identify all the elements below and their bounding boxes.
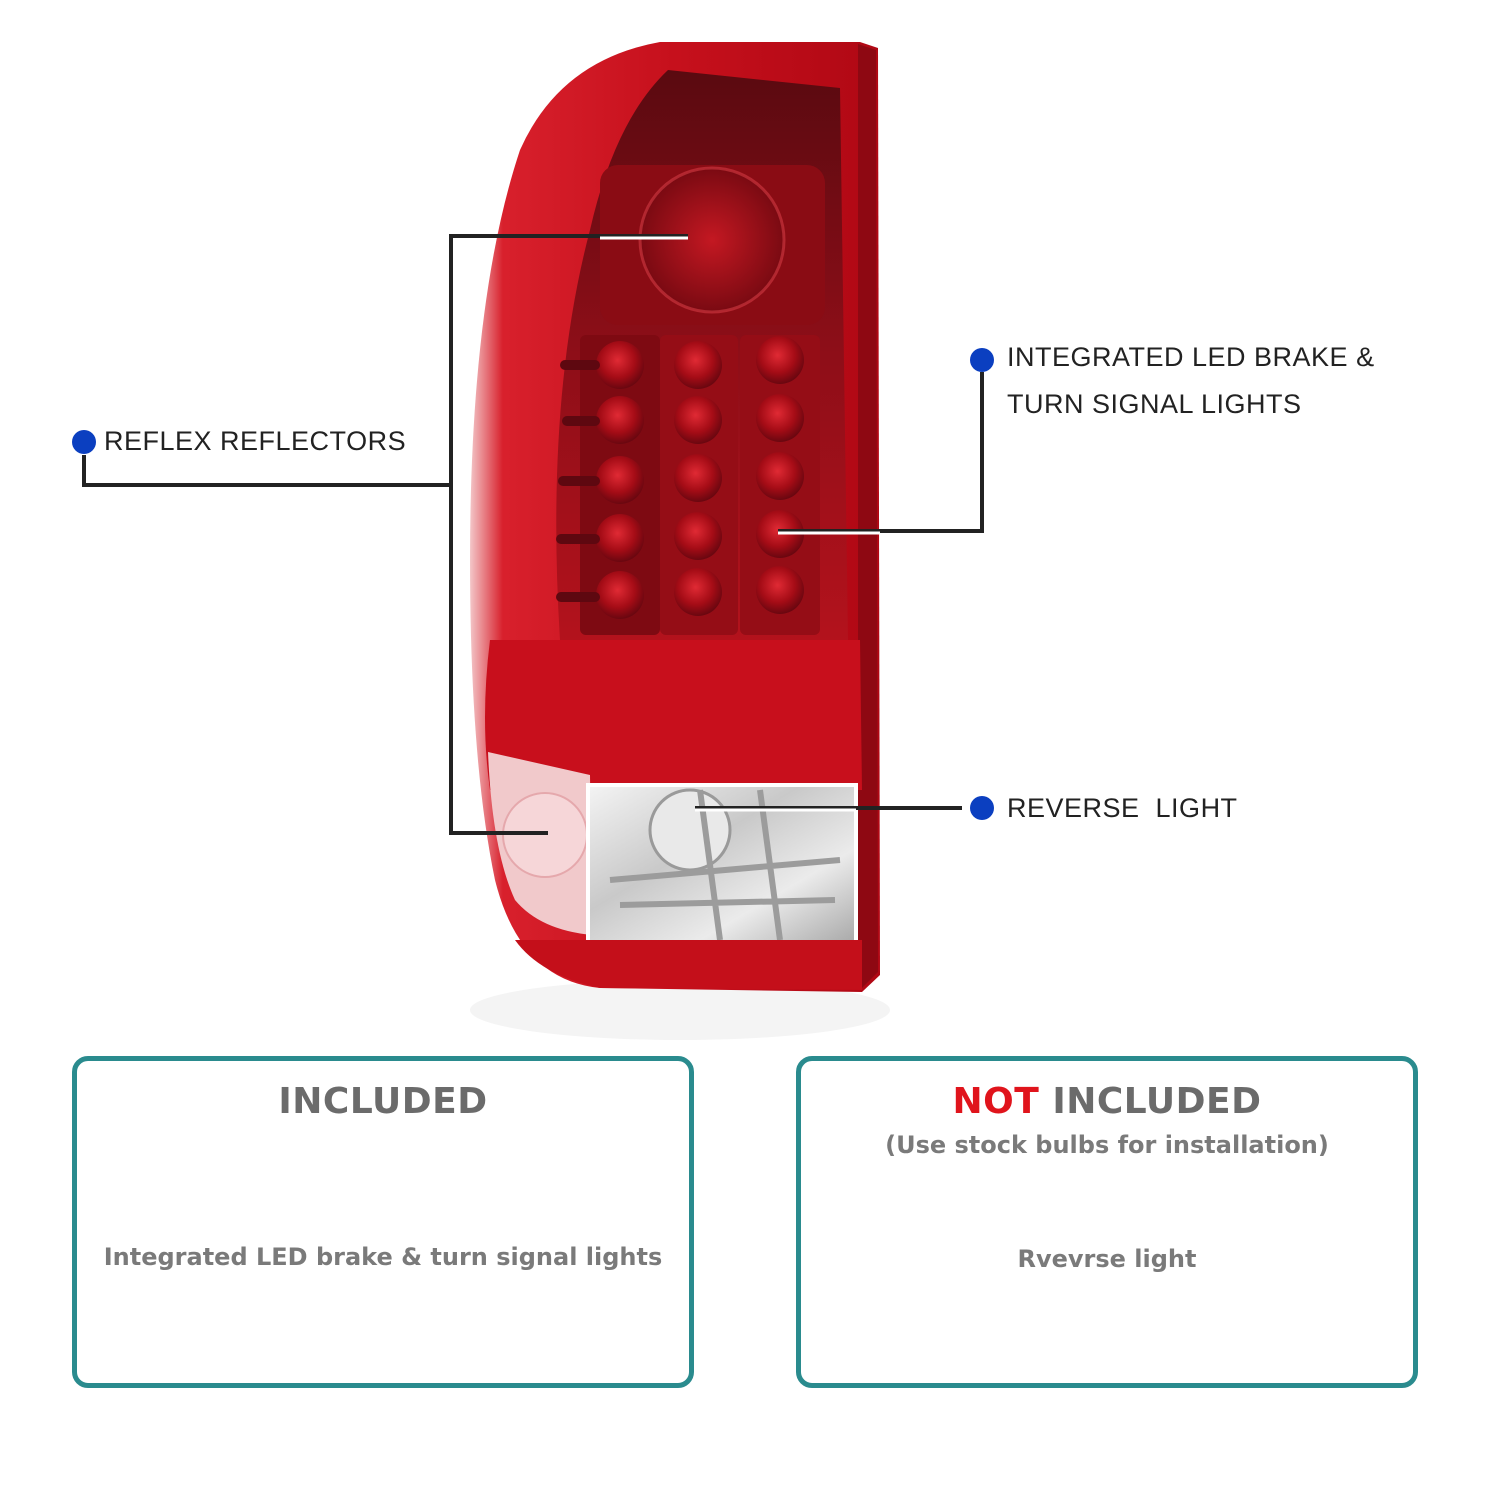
reverse-dot-icon: [970, 796, 994, 820]
not-word: NOT: [952, 1081, 1040, 1122]
included-title: INCLUDED: [278, 1081, 488, 1122]
not-included-title: NOT INCLUDED: [801, 1081, 1413, 1122]
reflex-dot-icon: [72, 430, 96, 454]
reflex-reflector-upper: [640, 168, 784, 312]
not-included-box: NOT INCLUDED (Use stock bulbs for instal…: [796, 1056, 1418, 1388]
led-array: [556, 335, 820, 635]
led-lights-label-line2: TURN SIGNAL LIGHTS: [1007, 389, 1302, 419]
lamp-reflection: [470, 980, 890, 1040]
led-lights-label-line1: INTEGRATED LED BRAKE &: [1007, 342, 1375, 372]
callout-line-highlights: [600, 236, 880, 812]
included-item: Integrated LED brake & turn signal light…: [103, 1243, 663, 1271]
reflex-reflectors-label: REFLEX REFLECTORS: [104, 426, 407, 456]
included-box: INCLUDED Integrated LED brake & turn sig…: [72, 1056, 694, 1388]
lamp-edge-trim: [858, 44, 878, 988]
not-included-subtitle: (Use stock bulbs for installation): [885, 1131, 1329, 1159]
lamp-bottom-lip: [515, 940, 862, 990]
lamp-lower-band: [485, 640, 862, 790]
not-included-item: Rvevrse light: [1017, 1245, 1197, 1273]
led-dot-icon: [970, 348, 994, 372]
included-word: INCLUDED: [1039, 1081, 1262, 1122]
reverse-light-label: REVERSE LIGHT: [1007, 793, 1238, 823]
callout-lines: [82, 234, 984, 835]
